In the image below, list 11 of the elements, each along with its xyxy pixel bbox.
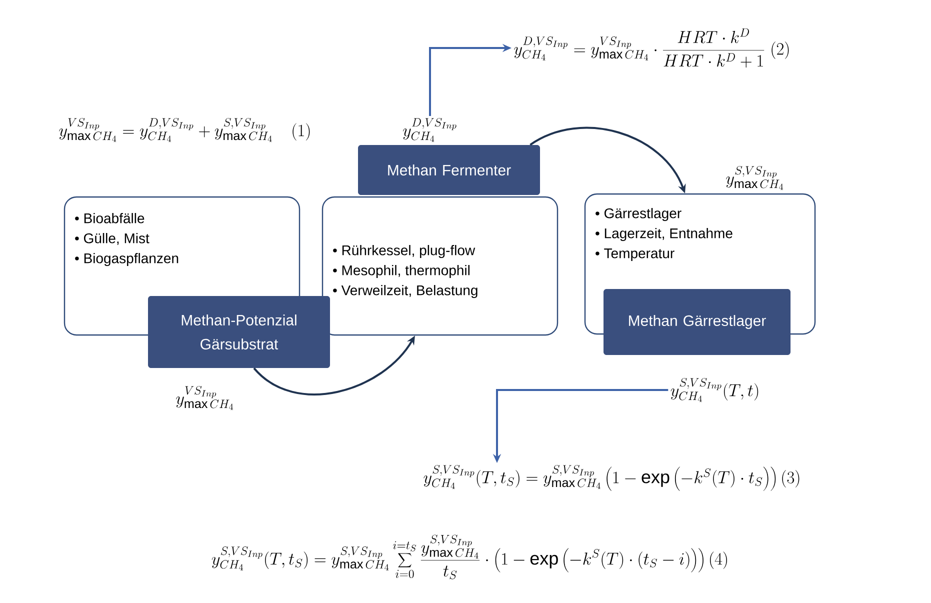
formula: $y^{S,VS_{Inp}}_{CH_4}(T,t)$ (670, 378, 758, 402)
list-box: • Rührkessel, plug-flow • Mesophil, thermophil • Verweilzeit, Belastung (322, 196, 558, 336)
title-box: Methan Fermenter (358, 145, 540, 195)
title-box: Methan-Potenzial Gärsubstrat (148, 296, 330, 368)
formula: $y^{D,VS_{Inp}}_{CH_4}$ (403, 118, 456, 142)
formula: $y^{S,VS_{Inp}}_{CH_4}(T,t_S) = y^{S,VS_{Inp}}_{\max CH_4}\left(1-\exp\left(-k^S(T)\cdot t_S\right)\right)(3)$ (424, 464, 800, 491)
formula: $y^{VS_{Inp}}_{\max CH_4}$ (176, 386, 234, 410)
formula: $y^{VS_{Inp}}_{\max CH_4} = y^{D,VS_{Inp}}_{CH_4} + y^{S,VS_{Inp}}_{\max CH_4}\quad(1)$ (59, 118, 310, 142)
formula: $y^{D,VS_{Inp}}_{CH_4} = y^{VS_{Inp}}_{\max CH_4}\cdot\frac{HRT\cdot k^D}{HRT\cdot k^D+1}\;(2)$ (514, 28, 789, 68)
formula: $y^{S,VS_{Inp}}_{CH_4}(T,t_S) = y^{S,VS_{Inp}}_{\max CH_4}\sum_{i=0}^{i=t_S}\frac{y^{S,VS_{Inp}}_{\max CH_4}}{t_S}\cdot\left(1-\exp\left(-k^S(T)\cdot(t_S-i)\right)\right)(4)$ (212, 534, 727, 580)
title-box: Methan Gärrestlager (604, 289, 790, 355)
